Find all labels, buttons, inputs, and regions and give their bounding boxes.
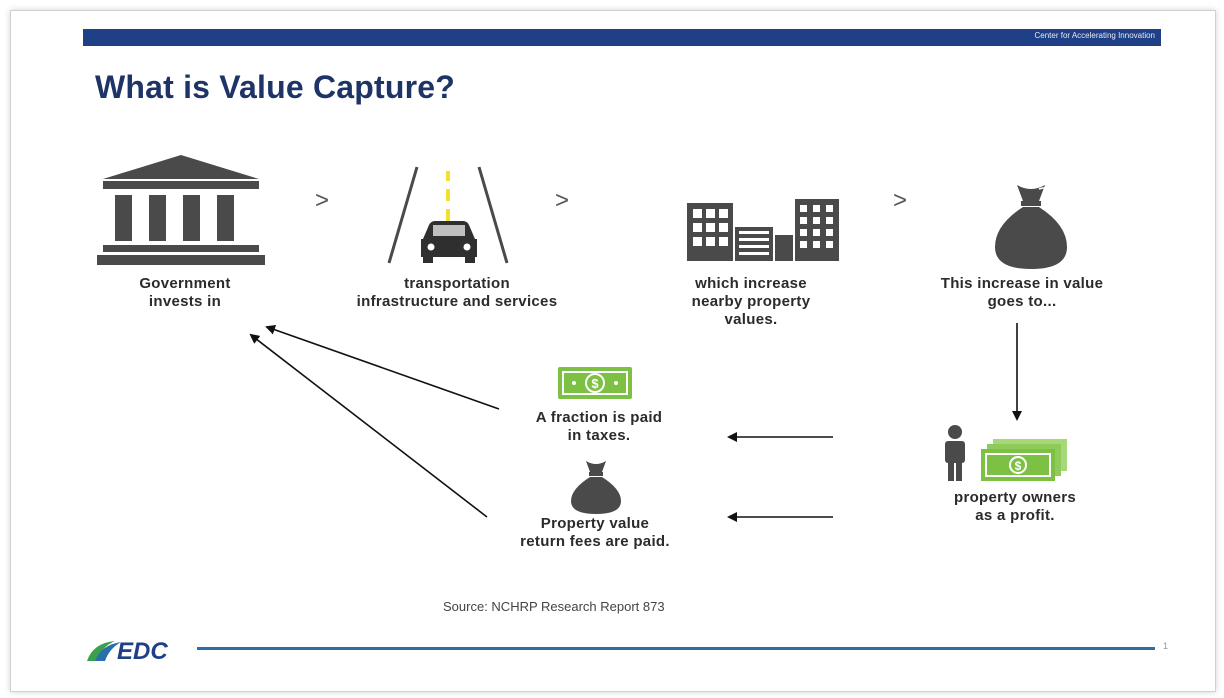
svg-text:$: $ (1015, 459, 1022, 473)
property-owner-money-icon: $ (945, 425, 1067, 481)
edc-logo: EDC (87, 638, 168, 665)
road-car-icon (387, 166, 509, 264)
flow-arrows (249, 323, 1022, 522)
arrow-fees-to-government (249, 333, 488, 518)
edc-logo-text: EDC (117, 638, 168, 665)
header-bar: Center for Accelerating Innovation (83, 29, 1161, 46)
separator-1: > (315, 187, 330, 214)
page-number: 1 (1163, 641, 1169, 651)
city-buildings-icon (687, 199, 839, 261)
source-citation: Source: NCHRP Research Report 873 (443, 599, 665, 614)
separator-3: > (893, 187, 908, 214)
dollar-bill-icon: $ (558, 367, 632, 399)
separator-2: > (555, 187, 570, 214)
slide: Center for Accelerating Innovation What … (10, 10, 1216, 692)
money-bag-icon (995, 185, 1067, 269)
arrow-taxes-to-government (265, 324, 500, 410)
svg-text:$: $ (591, 376, 599, 391)
footer-line (197, 647, 1155, 650)
government-building-icon (97, 155, 265, 265)
money-bag-small-icon (571, 461, 621, 514)
slide-title: What is Value Capture? (95, 69, 456, 105)
header-tagline: Center for Accelerating Innovation (1034, 31, 1155, 40)
